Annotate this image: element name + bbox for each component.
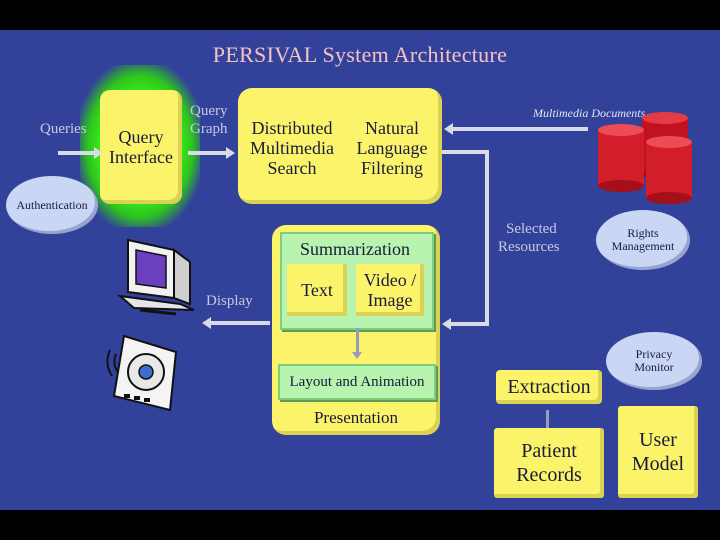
diagram-title: PERSIVAL System Architecture <box>212 42 508 67</box>
summarization-to-layout-arrow <box>356 328 359 354</box>
patient-records-label-2: Records <box>516 464 582 486</box>
nl-filtering-line-3: Filtering <box>361 158 423 178</box>
authentication-ellipse: Authentication <box>6 176 98 234</box>
privacy-monitor-ellipse: Privacy Monitor <box>606 332 702 390</box>
queries-arrowhead <box>94 147 103 159</box>
cd-player-icon <box>106 334 178 412</box>
privacy-label-1: Privacy <box>635 347 673 361</box>
extraction-box: Extraction <box>496 370 602 404</box>
selected-resources-connector-top <box>442 150 488 154</box>
user-model-label-2: Model <box>631 453 685 475</box>
rights-management-ellipse: Rights Management <box>596 210 690 270</box>
patient-records-label-1: Patient <box>521 440 577 462</box>
display-label: Display <box>206 293 253 309</box>
nl-filtering-text: Natural Language Filtering <box>344 118 440 178</box>
monitor-icon <box>116 238 195 316</box>
rights-label-2: Management <box>611 239 675 253</box>
summarization-label: Summarization <box>300 239 410 259</box>
database-cylinder-left <box>598 124 644 192</box>
dist-search-line-1: Distributed <box>251 118 333 138</box>
privacy-label-2: Monitor <box>634 360 674 374</box>
authentication-label: Authentication <box>16 197 88 212</box>
rights-label-1: Rights <box>627 226 659 240</box>
presentation-label: Presentation <box>313 408 399 427</box>
database-icon <box>598 112 692 204</box>
display-arrowhead <box>202 317 211 329</box>
nl-filtering-line-1: Natural <box>365 118 419 138</box>
selected-resources-label-2: Resources <box>498 239 560 255</box>
multimedia-documents-label: Multimedia Documents <box>533 106 646 120</box>
query-interface-label-2: Interface <box>109 147 173 167</box>
query-interface-label-1: Query <box>118 127 164 147</box>
records-to-extraction-arrow <box>546 410 549 428</box>
query-graph-label-1: Query <box>190 103 228 119</box>
documents-arrowhead <box>444 123 453 135</box>
query-graph-arrowhead <box>226 147 235 159</box>
video-image-label-1: Video / <box>363 270 417 290</box>
documents-arrow <box>452 127 588 131</box>
queries-label: Queries <box>40 121 87 137</box>
video-image-box: Video / Image <box>356 264 424 316</box>
selected-resources-connector-bottom <box>450 322 489 326</box>
dist-search-line-3: Search <box>267 158 317 178</box>
distributed-search-text: Distributed Multimedia Search <box>240 118 344 178</box>
extraction-label: Extraction <box>507 376 591 398</box>
selected-resources-arrowhead <box>442 318 451 330</box>
selected-resources-label-1: Selected <box>506 221 557 237</box>
query-graph-arrow <box>188 151 228 155</box>
nl-filtering-line-2: Language <box>356 138 428 158</box>
user-model-label-1: User <box>639 429 677 451</box>
text-box: Text <box>287 264 347 316</box>
selected-resources-connector <box>485 150 489 326</box>
summarization-to-layout-arrowhead <box>352 352 362 359</box>
video-image-label-2: Image <box>367 290 413 310</box>
search-filtering-box <box>238 88 442 204</box>
query-graph-label-2: Graph <box>190 121 228 137</box>
user-model-box: User Model <box>618 406 698 498</box>
database-cylinder-front <box>646 136 692 204</box>
layout-animation-box: Layout and Animation <box>278 364 436 400</box>
text-label: Text <box>301 280 333 300</box>
layout-animation-label: Layout and Animation <box>289 373 425 390</box>
display-arrow <box>210 321 270 325</box>
queries-arrow <box>58 151 96 155</box>
query-interface-box: Query Interface <box>100 90 182 204</box>
patient-records-box: Patient Records <box>494 428 604 498</box>
dist-search-line-2: Multimedia <box>250 138 334 158</box>
